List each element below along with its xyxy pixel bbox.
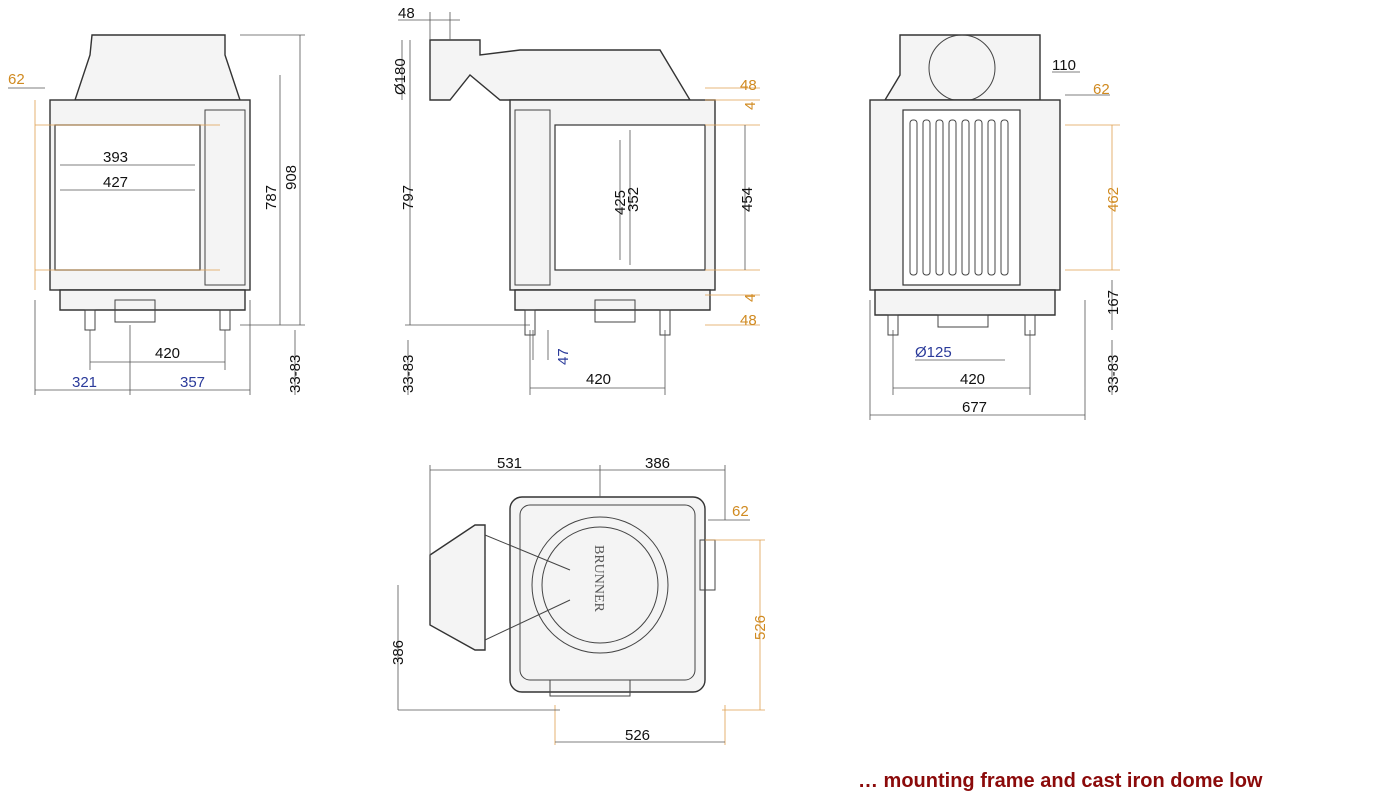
dim-33-83: 33-83 — [1105, 355, 1122, 393]
brand-logo: BRUNNER — [591, 545, 606, 613]
dim-33-83: 33-83 — [287, 355, 304, 393]
dim-526-horizontal: 526 — [625, 727, 650, 744]
dim-526-vertical: 526 — [752, 615, 769, 640]
dim-677: 677 — [962, 399, 987, 416]
dim-427: 427 — [103, 174, 128, 191]
dim-420: 420 — [586, 371, 611, 388]
dim-787: 787 — [263, 185, 280, 210]
dim-125-diameter: Ø125 — [915, 344, 952, 361]
dim-352: 352 — [625, 187, 642, 212]
dim-48-a: 48 — [740, 77, 757, 94]
dim-62: 62 — [8, 71, 25, 88]
dim-48-top: 48 — [398, 5, 415, 22]
side-view: 48 Ø180 797 425 352 48 4 454 4 48 47 420… — [392, 5, 760, 395]
dim-393: 393 — [103, 149, 128, 166]
caption: … mounting frame and cast iron dome low — [858, 770, 1263, 792]
dim-62: 62 — [732, 503, 749, 520]
dim-167: 167 — [1105, 290, 1122, 315]
dim-62: 62 — [1093, 81, 1110, 98]
dim-4-b: 4 — [742, 294, 759, 302]
dim-908: 908 — [283, 165, 300, 190]
top-view: 531 386 62 526 386 526 BRUNNER — [390, 455, 769, 745]
dim-321: 321 — [72, 374, 97, 391]
dim-425: 425 — [612, 190, 629, 215]
dim-48-b: 48 — [740, 312, 757, 329]
dim-386-vertical: 386 — [390, 640, 407, 665]
dim-33-83: 33-83 — [400, 355, 417, 393]
dim-110: 110 — [1052, 57, 1076, 74]
dim-47: 47 — [555, 348, 572, 365]
dim-454: 454 — [739, 187, 756, 212]
dim-420: 420 — [960, 371, 985, 388]
dim-357: 357 — [180, 374, 205, 391]
back-view: 110 62 462 167 Ø125 420 677 33-83 — [869, 34, 1122, 420]
front-view: 62 393 427 787 908 420 321 357 33-83 — [8, 34, 305, 395]
dim-797: 797 — [400, 185, 417, 210]
dim-531: 531 — [497, 455, 522, 472]
dim-420: 420 — [155, 345, 180, 362]
dim-462: 462 — [1105, 187, 1122, 212]
dim-180-diameter: Ø180 — [392, 58, 409, 95]
dim-4-a: 4 — [742, 102, 759, 110]
dim-386: 386 — [645, 455, 670, 472]
